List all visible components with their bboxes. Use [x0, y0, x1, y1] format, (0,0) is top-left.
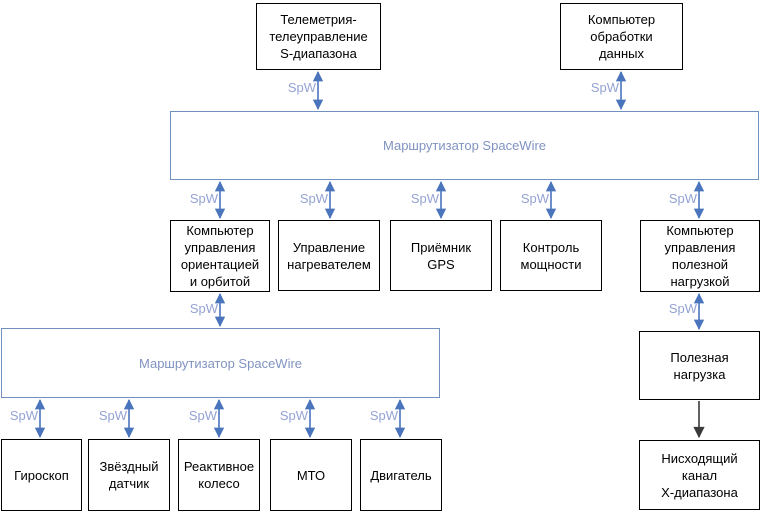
spw-label: SpW — [590, 80, 619, 95]
node-telemetry-s-band: Телеметрия- телеуправление S-диапазона — [256, 3, 381, 70]
node-star-tracker: Звёздный датчик — [88, 439, 170, 511]
spw-label: SpW — [287, 80, 316, 95]
node-gps-receiver: Приёмник GPS — [390, 220, 492, 291]
spw-label: SpW — [369, 408, 398, 423]
spw-label: SpW — [98, 408, 127, 423]
spw-label: SpW — [520, 191, 549, 206]
router-spacewire-top: Маршрутизатор SpaceWire — [170, 111, 759, 180]
node-heater-control: Управление нагревателем — [278, 220, 380, 291]
spw-label: SpW — [189, 301, 218, 316]
node-reaction-wheel: Реактивное колесо — [178, 439, 260, 511]
node-power-control: Контроль мощности — [500, 220, 602, 291]
node-x-band-downlink: Нисходящий канал X-диапазона — [639, 440, 760, 510]
router-spacewire-bottom: Маршрутизатор SpaceWire — [1, 328, 440, 398]
node-payload: Полезная нагрузка — [639, 331, 760, 400]
node-payload-computer: Компьютер управления полезной нагрузкой — [640, 220, 760, 292]
node-thruster: Двигатель — [360, 439, 442, 511]
spw-label: SpW — [668, 301, 697, 316]
node-gyroscope: Гироскоп — [1, 439, 82, 511]
node-aocs-computer: Компьютер управления ориентацией и орбит… — [170, 220, 270, 292]
spw-label: SpW — [279, 408, 308, 423]
spw-label: SpW — [668, 191, 697, 206]
spw-label: SpW — [410, 191, 439, 206]
node-data-processing-computer: Компьютер обработки данных — [560, 3, 683, 70]
node-mto: МТО — [270, 439, 352, 511]
spw-label: SpW — [189, 191, 218, 206]
spw-label: SpW — [299, 191, 328, 206]
spw-label: SpW — [9, 408, 38, 423]
spw-label: SpW — [188, 408, 217, 423]
